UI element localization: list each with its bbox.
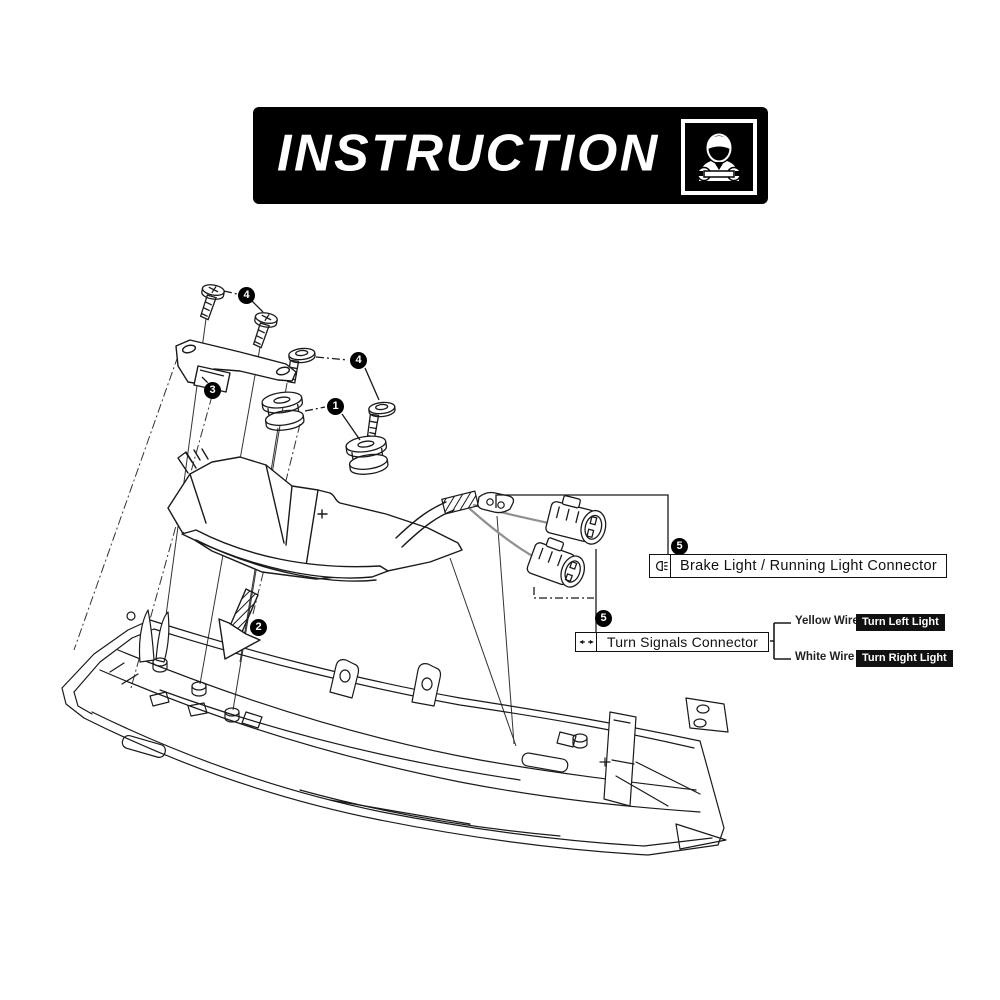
brake-running-light-connector-illustration: [545, 495, 607, 545]
tail-light-unit-illustration: [167, 448, 463, 582]
rear-subframe-illustration: [61, 609, 729, 856]
brake-light-label: Brake Light / Running Light Connector: [680, 558, 937, 574]
callout-4-right: 4: [350, 352, 367, 369]
mounting-bracket-part: [175, 339, 297, 393]
brake-light-label-box: Brake Light / Running Light Connector: [649, 554, 947, 578]
turn-signals-connector-illustration: [526, 537, 586, 588]
flange-bolt-right: [366, 401, 396, 438]
banner-title: INSTRUCTION: [277, 124, 660, 183]
rubber-grommet-left: [261, 391, 305, 431]
yellow-wire-label: Yellow Wire: [795, 615, 859, 627]
left-right-arrows-icon: [576, 633, 597, 651]
callout-1: 1: [327, 398, 344, 415]
white-wire-label: White Wire: [795, 651, 855, 663]
callout-5-turn: 5: [595, 610, 612, 627]
callout-3: 3: [204, 382, 221, 399]
callout-5-brake: 5: [671, 538, 688, 555]
wire-harness-illustration: [395, 490, 554, 560]
turn-left-light-badge: Turn Left Light: [856, 614, 945, 631]
wire-to-brake-connector: [468, 507, 538, 560]
screw-part-top-left: [199, 284, 225, 321]
turn-signals-label-box: Turn Signals Connector: [575, 632, 769, 652]
turn-right-light-badge: Turn Right Light: [856, 650, 953, 667]
harness-tape-sleeve: [441, 490, 480, 515]
instruction-banner: INSTRUCTION: [253, 107, 768, 204]
headlight-icon: [650, 555, 671, 577]
callout-leader-lines: [201, 290, 791, 660]
callout-4-top: 4: [238, 287, 255, 304]
callout-2: 2: [250, 619, 267, 636]
screw-part-second: [252, 312, 278, 349]
turn-signals-label: Turn Signals Connector: [607, 634, 758, 650]
mechanic-icon: [681, 119, 757, 195]
install-direction-arrow: [218, 588, 261, 660]
rubber-grommet-right: [345, 435, 389, 475]
